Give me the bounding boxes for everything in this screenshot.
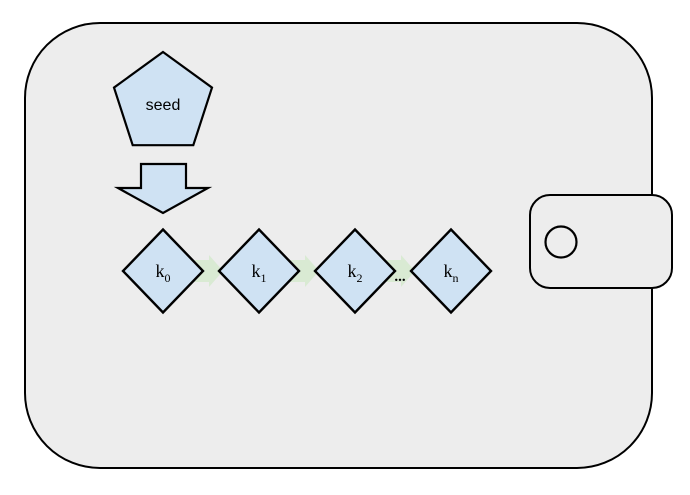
key-label-kn: kn	[444, 261, 459, 285]
key-label-k1-subscript: 1	[261, 271, 267, 285]
ellipsis-label: ...	[394, 269, 406, 285]
key-label-k2-subscript: 2	[357, 271, 363, 285]
key-label-k1-base: k	[252, 261, 261, 281]
key-label-kn-base: k	[444, 261, 453, 281]
wallet-clasp	[529, 194, 673, 289]
key-label-k1: k1	[252, 261, 267, 285]
key-diamond-k0	[121, 227, 205, 315]
key-diamond-k2	[313, 227, 397, 315]
down-arrow-icon	[113, 162, 213, 215]
key-label-k0-subscript: 0	[165, 271, 171, 285]
seed-label: seed	[146, 97, 181, 114]
key-diamond-kn	[409, 227, 493, 315]
key-label-k2: k2	[348, 261, 363, 285]
derivation-arrow-icon	[286, 255, 319, 287]
key-label-k2-base: k	[348, 261, 357, 281]
key-diamond-k1	[217, 227, 301, 315]
key-label-k0: k0	[156, 261, 171, 285]
clasp-button-circle-icon	[544, 225, 578, 259]
key-label-kn-subscript: n	[453, 271, 459, 285]
seed-pentagon-icon	[112, 50, 214, 147]
derivation-arrow-icon	[190, 255, 223, 287]
key-label-k0-base: k	[156, 261, 165, 281]
derivation-arrow-icon	[381, 255, 415, 287]
